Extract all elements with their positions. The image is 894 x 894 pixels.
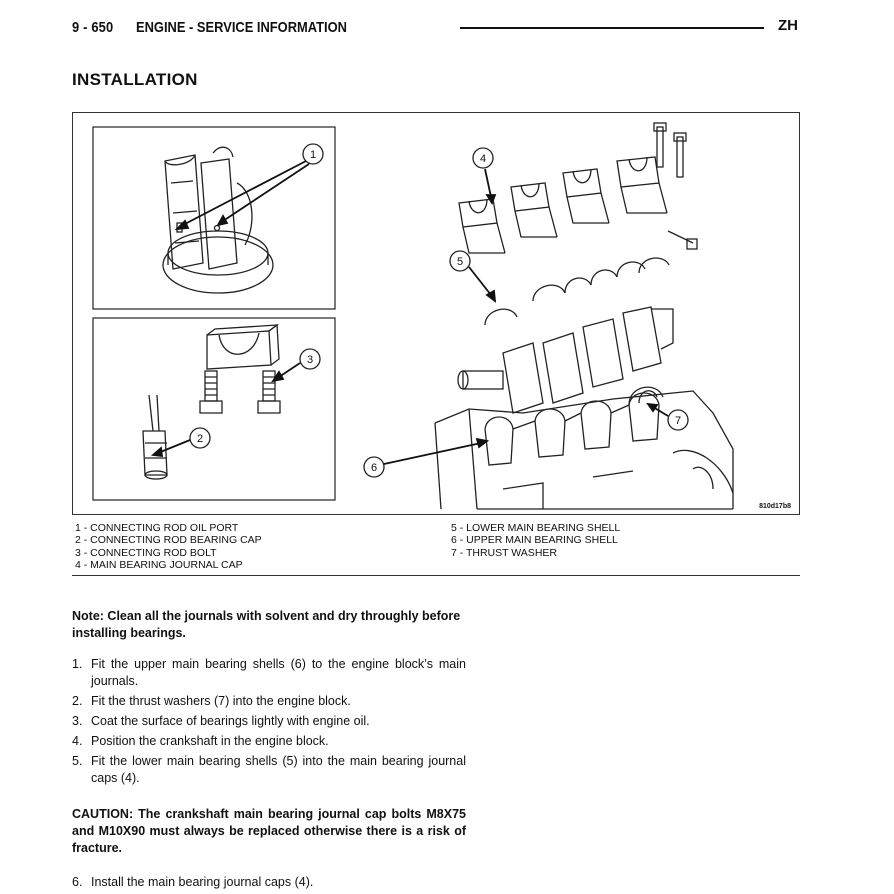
- callout-5-label: 5: [457, 256, 463, 268]
- step-number: 5.: [72, 754, 83, 768]
- lower-bearing-shells-drawing: [484, 257, 670, 326]
- bolt-right-drawing: [257, 370, 281, 414]
- step-item: 4. Position the crankshaft in the engine …: [72, 733, 466, 750]
- legend-left: 1 - CONNECTING ROD OIL PORT 2 - CONNECTI…: [75, 522, 262, 572]
- callout-3-label: 3: [307, 354, 313, 366]
- legend-item-5: 5 - LOWER MAIN BEARING SHELL: [451, 522, 621, 534]
- callout-1-label: 1: [310, 149, 316, 161]
- inset-panel-bottom: [92, 317, 336, 501]
- callout-labels: 1 2 3 4 5 6 7: [197, 149, 681, 474]
- header-title: ENGINE - SERVICE INFORMATION: [136, 18, 348, 36]
- page-header: 9 - 650 ENGINE - SERVICE INFORMATION ZH: [72, 16, 798, 38]
- callout-6-label: 6: [371, 462, 377, 474]
- legend-rule: [72, 575, 800, 576]
- callout-7-label: 7: [675, 415, 681, 427]
- callout-7-circle: [667, 409, 689, 431]
- callout-6-circle: [363, 456, 385, 478]
- legend-item-2: 2 - CONNECTING ROD BEARING CAP: [75, 534, 262, 547]
- callout-4-label: 4: [480, 153, 486, 165]
- section-title: INSTALLATION: [72, 70, 198, 89]
- callout-1-circle: [302, 143, 324, 165]
- caution-text: CAUTION: The crankshaft main bearing jou…: [72, 807, 466, 855]
- step-text: Install the main bearing journal caps (4…: [91, 875, 314, 889]
- leader-1a: [182, 160, 307, 226]
- step-number: 4.: [72, 734, 83, 748]
- thrust-washer-drawing: [628, 386, 664, 406]
- step-text: Position the crankshaft in the engine bl…: [91, 734, 329, 748]
- legend-item-3: 3 - CONNECTING ROD BOLT: [75, 546, 217, 559]
- leader-6: [383, 442, 482, 465]
- note-text: Note: Clean all the journals with solven…: [72, 609, 461, 640]
- callout-2-label: 2: [197, 433, 203, 445]
- step-number: 6.: [72, 875, 83, 889]
- cap-bolts-drawing: [653, 122, 698, 250]
- step-item: 5. Fit the lower main bearing shells (5) …: [72, 753, 466, 787]
- tool-drawing: [142, 394, 168, 480]
- connecting-rod-drawing: [162, 146, 274, 294]
- inset-panel-top: [92, 126, 336, 310]
- callout-4-circle: [472, 147, 494, 169]
- step-text: Fit the upper main bearing shells (6) to…: [91, 657, 466, 688]
- page-number: 9 - 650: [72, 18, 114, 36]
- engine-figure: 1 2 3 4 5 6 7 810d17b8: [72, 112, 800, 515]
- step-item: 3. Coat the surface of bearings lightly w…: [72, 713, 466, 730]
- crankshaft-drawing: [457, 306, 674, 414]
- step-item: 2. Fit the thrust washers (7) into the en…: [72, 693, 466, 710]
- step-text: Fit the lower main bearing shells (5) in…: [91, 754, 466, 785]
- callout-3-circle: [299, 348, 321, 370]
- step-number: 3.: [72, 714, 83, 728]
- legend-item-6: 6 - UPPER MAIN BEARING SHELL: [451, 534, 618, 547]
- step-number: 1.: [72, 657, 83, 671]
- step-text: Coat the surface of bearings lightly wit…: [91, 714, 370, 728]
- installation-steps: 1. Fit the upper main bearing shells (6) …: [72, 656, 466, 790]
- leader-5: [468, 266, 492, 296]
- leader-1b: [222, 163, 310, 222]
- leader-4: [484, 168, 492, 198]
- callout-5-circle: [449, 250, 471, 272]
- step-text: Fit the thrust washers (7) into the engi…: [91, 694, 351, 708]
- step-number: 2.: [72, 694, 83, 708]
- callout-2-circle: [189, 427, 211, 449]
- leader-2: [157, 439, 191, 454]
- legend-item-1: 1 - CONNECTING ROD OIL PORT: [75, 522, 239, 534]
- step-item-6: 6. Install the main bearing journal caps …: [72, 874, 466, 891]
- legend-right: 5 - LOWER MAIN BEARING SHELL 6 - UPPER M…: [451, 522, 620, 559]
- engine-illustration: 1 2 3 4 5 6 7: [92, 122, 734, 510]
- legend-item-7: 7 - THRUST WASHER: [451, 546, 557, 559]
- step-item: 1. Fit the upper main bearing shells (6) …: [72, 656, 466, 690]
- legend-item-4: 4 - MAIN BEARING JOURNAL CAP: [75, 559, 243, 572]
- figure-code: 810d17b8: [759, 503, 791, 510]
- header-rule: [460, 27, 764, 29]
- leader-3: [278, 362, 301, 378]
- header-code: ZH: [778, 17, 798, 34]
- bolt-left-drawing: [199, 370, 223, 414]
- engine-block-drawing: [434, 390, 734, 510]
- main-bearing-caps-drawing: [458, 156, 668, 254]
- bearing-cap-drawing: [206, 323, 280, 370]
